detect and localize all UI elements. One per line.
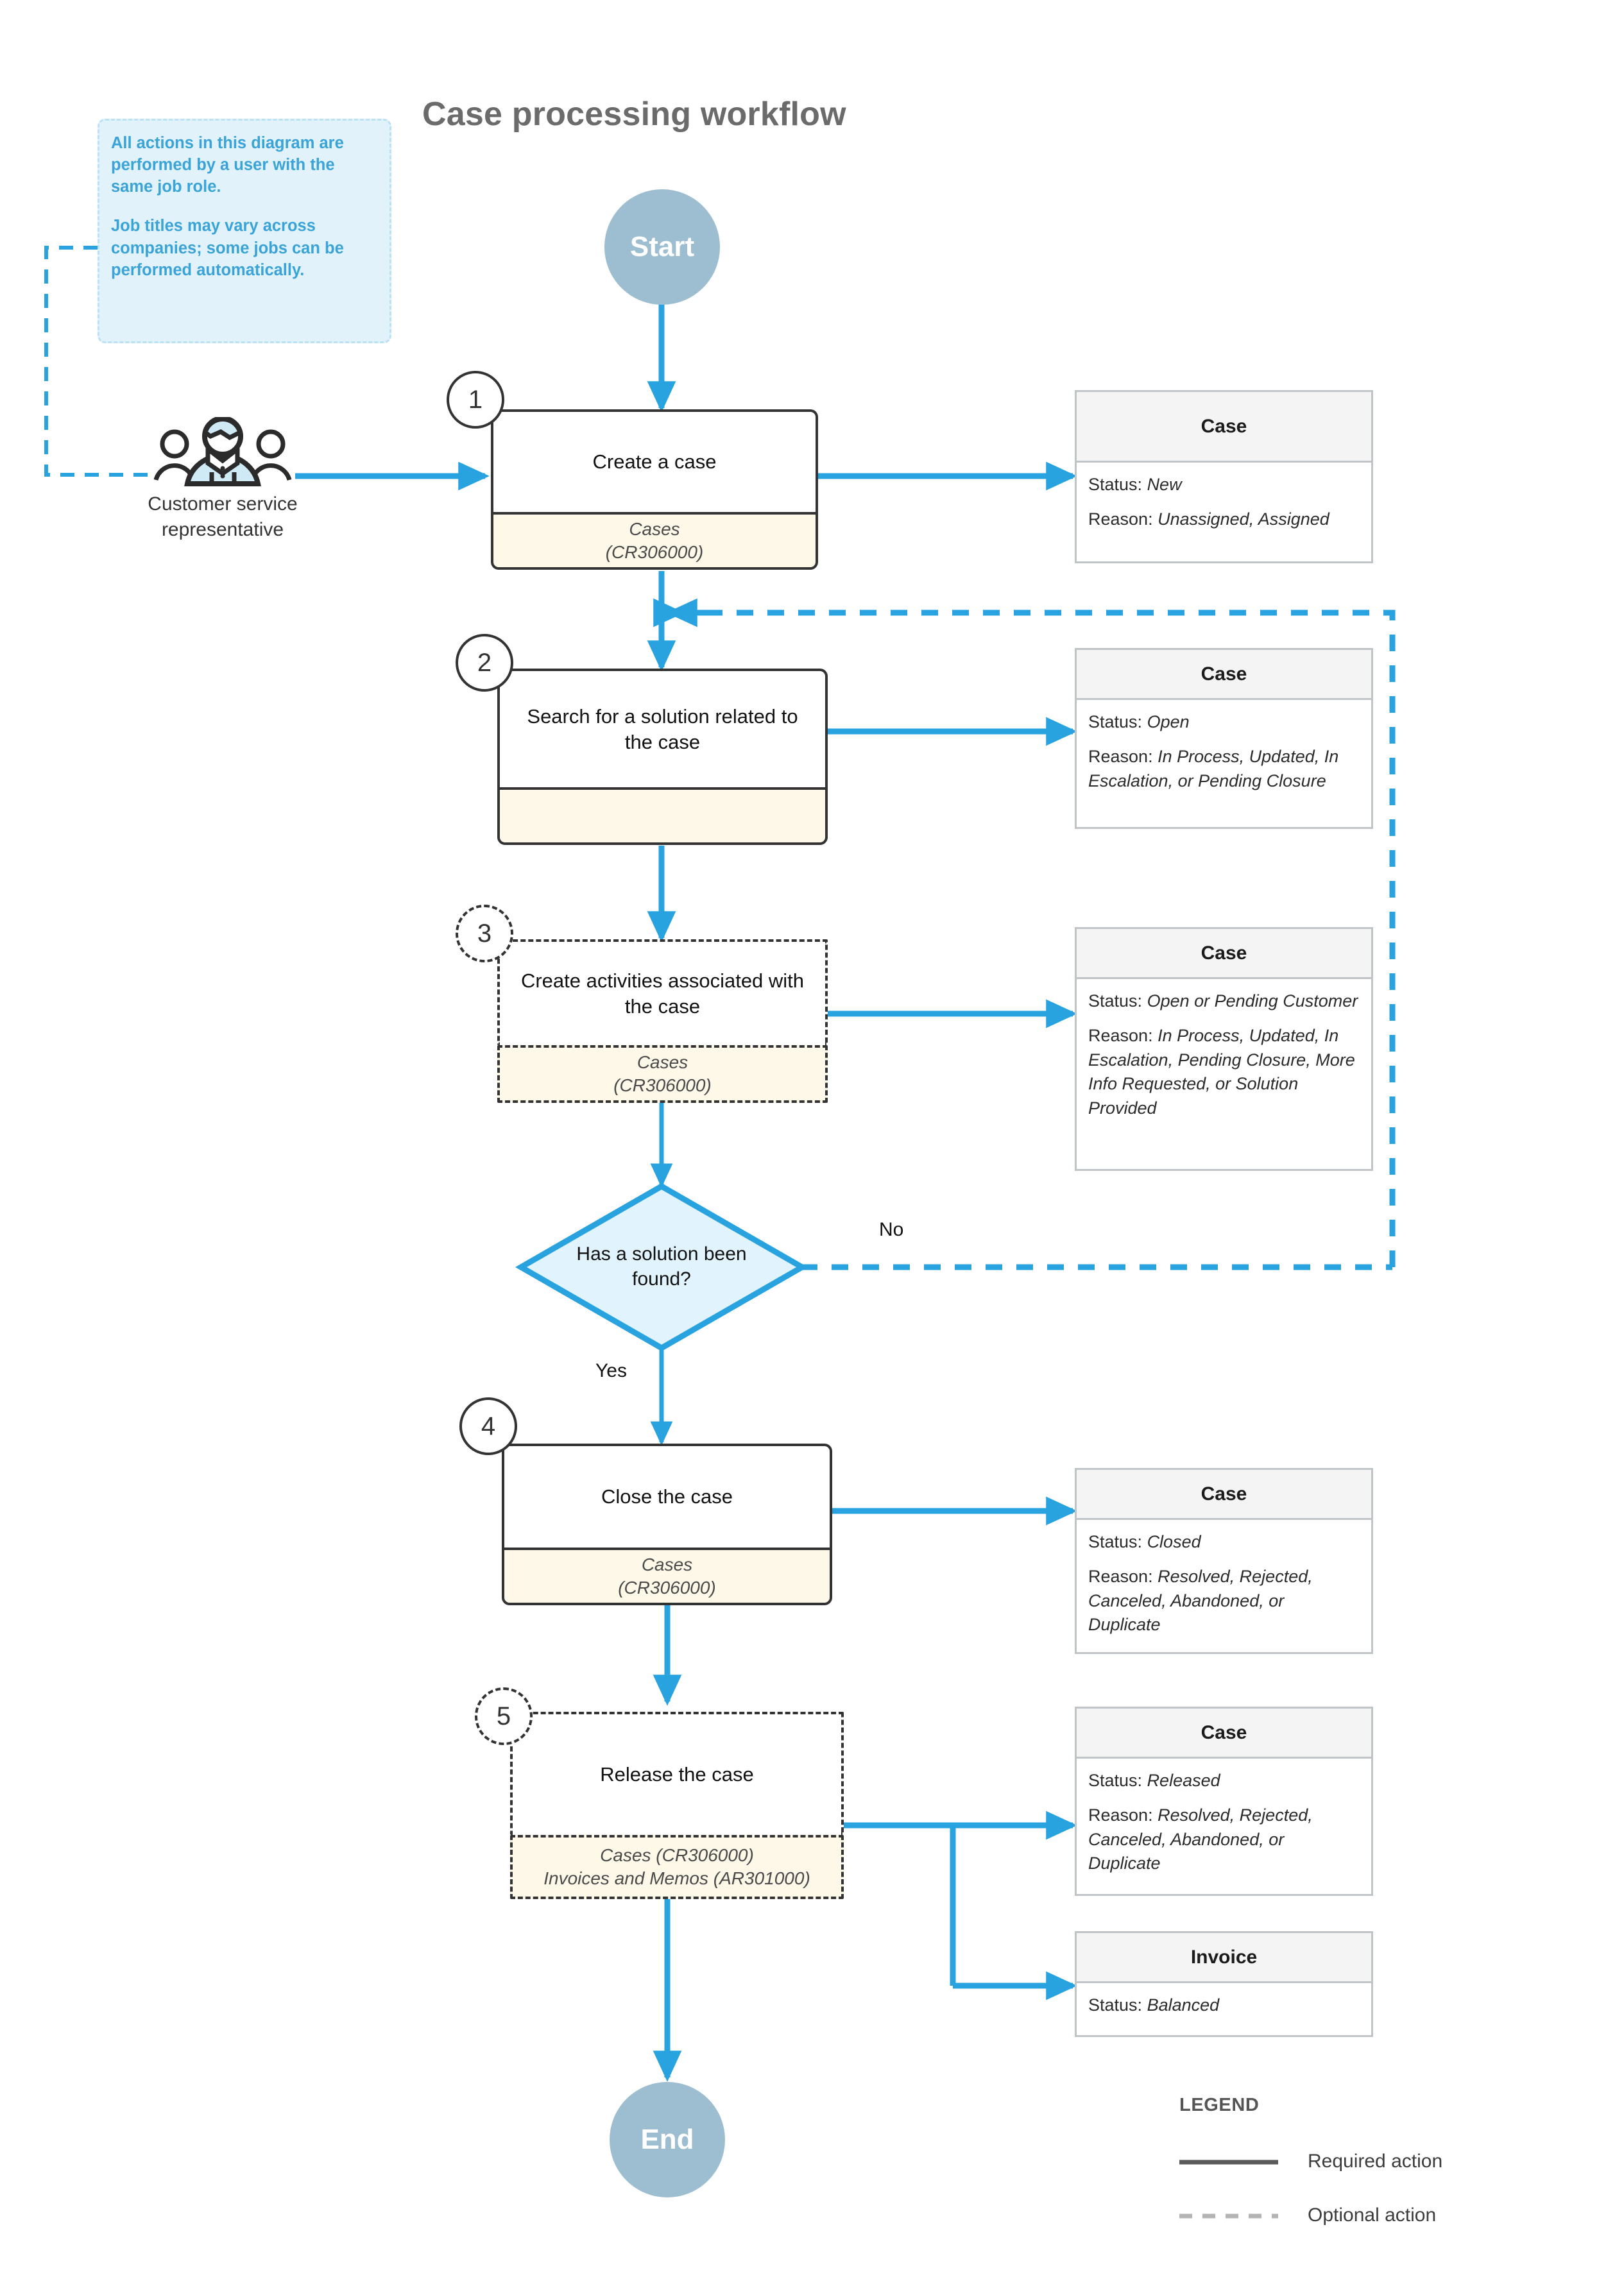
process-step-2[interactable]: Search for a solution related to the cas… [497,669,828,845]
edge-step5-branch-trunk [841,1822,956,1986]
legend-item-optional-label: Optional action [1308,2205,1437,2226]
reason-value: In Process, Updated, In Escalation, Pend… [1088,1025,1355,1118]
decision-label: Has a solution been found? [576,1243,747,1290]
reason-label: Reason: [1088,1566,1153,1586]
people-group-icon [153,417,292,486]
status-card-case-2: Case Status: Open Reason: In Process, Up… [1075,648,1373,829]
status-value: Closed [1147,1532,1201,1551]
process-step-5-title: Release the case [510,1712,844,1835]
status-card-case-3: Case Status: Open or Pending Customer Re… [1075,927,1373,1171]
status-label: Status: [1088,991,1143,1011]
decision-diamond [515,1182,808,1352]
status-card-body: Status: Closed Reason: Resolved, Rejecte… [1077,1520,1371,1644]
status-card-body: Status: Released Reason: Resolved, Rejec… [1077,1759,1371,1882]
status-value: Released [1147,1771,1220,1790]
status-card-title: Case [1077,929,1371,979]
reason-value: Unassigned, Assigned [1158,509,1329,529]
status-card-body: Status: Balanced [1077,1983,1371,2024]
status-card-invoice: Invoice Status: Balanced [1075,1931,1373,2037]
step-number-4: 4 [459,1397,517,1455]
reason-label: Reason: [1088,509,1153,529]
process-step-3-title: Create activities associated with the ca… [497,939,828,1045]
status-card-case-5: Case Status: Released Reason: Resolved, … [1075,1707,1373,1896]
step-number-1: 1 [447,371,504,429]
page-title: Case processing workflow [422,96,846,133]
status-value: Open [1147,712,1190,731]
actor-label: Customer service representative [148,493,298,540]
reason-row: Reason: In Process, Updated, In Escalati… [1088,1024,1360,1121]
process-step-1-screens: Cases (CR306000) [491,512,818,570]
process-step-1[interactable]: Create a case Cases (CR306000) [491,409,818,570]
reason-value: Resolved, Rejected, Canceled, Abandoned,… [1088,1805,1313,1873]
decision-no-label: No [879,1219,904,1240]
reason-row: Reason: Unassigned, Assigned [1088,507,1360,532]
process-step-3-screens: Cases (CR306000) [497,1045,828,1103]
status-card-title: Case [1077,650,1371,700]
process-step-1-title: Create a case [491,409,818,512]
status-card-body: Status: Open or Pending Customer Reason:… [1077,979,1371,1127]
step-number-2: 2 [456,634,513,692]
reason-value: Resolved, Rejected, Canceled, Abandoned,… [1088,1566,1313,1635]
reason-label: Reason: [1088,746,1153,766]
status-label: Status: [1088,475,1143,494]
status-card-case-1: Case Status: New Reason: Unassigned, Ass… [1075,390,1373,563]
status-label: Status: [1088,1532,1143,1551]
diagram-note: All actions in this diagram are performe… [98,119,391,343]
status-row: Status: Released [1088,1769,1360,1793]
status-card-body: Status: Open Reason: In Process, Updated… [1077,700,1371,799]
status-label: Status: [1088,1771,1143,1790]
legend-item-required-label: Required action [1308,2151,1443,2172]
reason-row: Reason: In Process, Updated, In Escalati… [1088,745,1360,794]
reason-row: Reason: Resolved, Rejected, Canceled, Ab… [1088,1565,1360,1637]
process-step-3[interactable]: Create activities associated with the ca… [497,939,828,1103]
status-card-title: Case [1077,392,1371,463]
diagram-note-line-1: All actions in this diagram are performe… [111,134,344,196]
status-label: Status: [1088,712,1143,731]
status-value: Balanced [1147,1995,1220,2015]
reason-row: Reason: Resolved, Rejected, Canceled, Ab… [1088,1804,1360,1876]
process-step-4[interactable]: Close the case Cases (CR306000) [502,1444,832,1605]
status-label: Status: [1088,1995,1143,2015]
process-step-5-screens: Cases (CR306000) Invoices and Memos (AR3… [510,1835,844,1899]
decision-yes-label: Yes [595,1360,627,1381]
process-step-2-title: Search for a solution related to the cas… [497,669,828,787]
reason-value: In Process, Updated, In Escalation, or P… [1088,746,1339,790]
step-number-5: 5 [475,1687,533,1745]
end-node: End [610,2082,725,2197]
status-row: Status: New [1088,473,1360,497]
status-row: Status: Balanced [1088,1993,1360,2018]
status-card-title: Case [1077,1709,1371,1759]
diagram-note-line-2: Job titles may vary across companies; so… [111,217,344,279]
reason-label: Reason: [1088,1805,1153,1825]
status-value: New [1147,475,1182,494]
process-step-5[interactable]: Release the case Cases (CR306000) Invoic… [510,1712,844,1899]
status-card-title: Invoice [1077,1933,1371,1983]
start-node: Start [604,189,720,305]
status-row: Status: Open or Pending Customer [1088,989,1360,1014]
status-row: Status: Open [1088,710,1360,735]
process-step-2-screens [497,787,828,845]
status-card-title: Case [1077,1470,1371,1520]
legend-heading: LEGEND [1179,2095,1260,2115]
step-number-3: 3 [456,905,513,962]
status-card-case-4: Case Status: Closed Reason: Resolved, Re… [1075,1468,1373,1654]
status-value: Open or Pending Customer [1147,991,1358,1011]
status-card-body: Status: New Reason: Unassigned, Assigned [1077,463,1371,538]
status-row: Status: Closed [1088,1530,1360,1555]
note-leader-line [44,246,159,477]
edge-decision-no-loop [680,610,1396,1267]
process-step-4-screens: Cases (CR306000) [502,1548,832,1605]
reason-label: Reason: [1088,1025,1153,1045]
process-step-4-title: Close the case [502,1444,832,1548]
